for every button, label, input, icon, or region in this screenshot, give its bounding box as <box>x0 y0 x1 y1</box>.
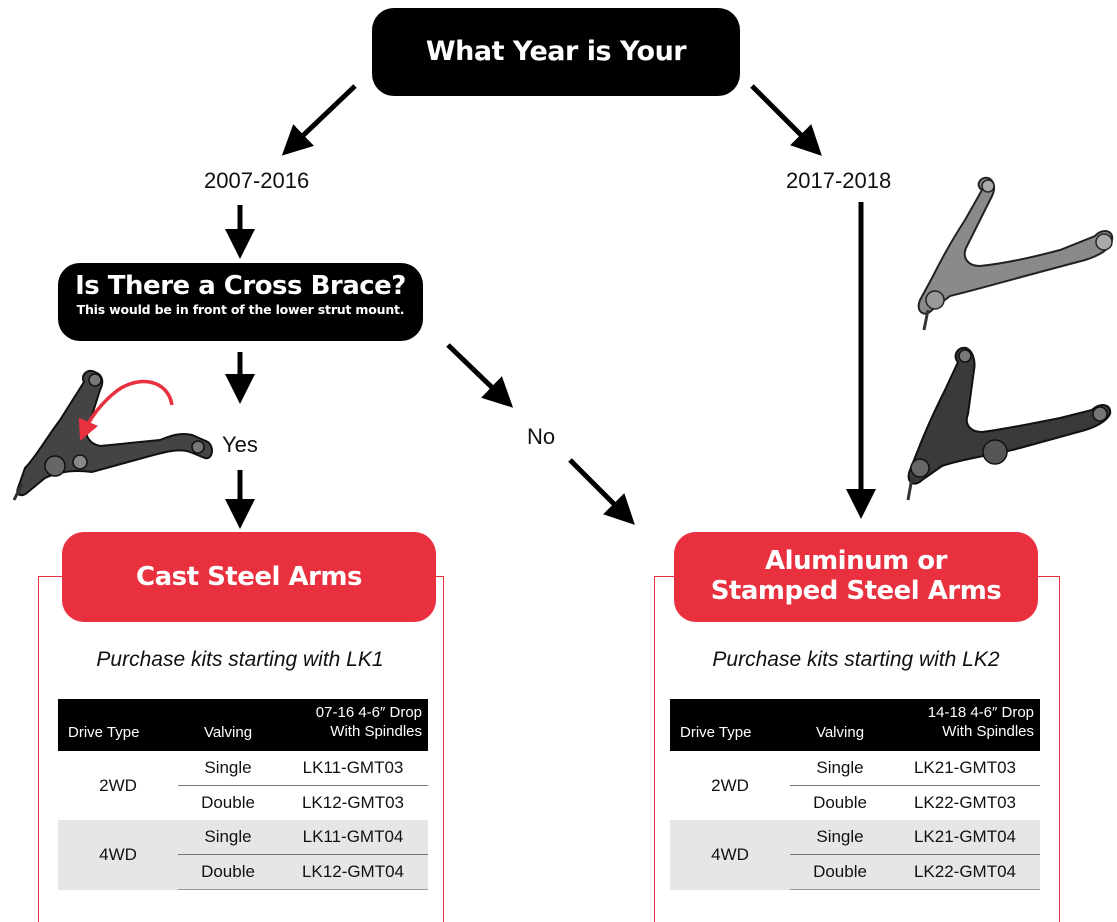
valving-cell: Double <box>813 793 867 812</box>
table-row: Double LK22-GMT03 <box>670 786 1040 821</box>
kit-code-cell: LK12-GMT04 <box>278 854 428 890</box>
kit-code-cell: LK22-GMT03 <box>913 793 1017 812</box>
header-drop: 14-18 4-6″ Drop <box>927 704 1034 721</box>
arrow-to-no <box>446 343 514 408</box>
header-drop: 07-16 4-6″ Drop <box>315 704 422 721</box>
header-valving: Valving <box>178 699 278 751</box>
control-arm-stamped-steel-icon <box>906 346 1112 501</box>
heading-line-1: Aluminum or <box>765 546 947 576</box>
drive-type-cell: 2WD <box>99 775 137 795</box>
cast-steel-heading: Cast Steel Arms <box>62 532 436 622</box>
table-row: Double LK12-GMT03 <box>58 786 428 821</box>
year-range-2017-2018: 2017-2018 <box>786 168 892 193</box>
valving-cell: Single <box>178 820 278 855</box>
header-kit: 14-18 4-6″ Drop With Spindles <box>890 699 1040 751</box>
table-row: 2WD Single LK21-GMT03 <box>670 751 1040 795</box>
kit-table-lk1: Drive Type Valving 07-16 4-6″ Drop With … <box>58 699 428 890</box>
kit-code-cell: LK21-GMT03 <box>890 751 1040 786</box>
answer-no: No <box>527 424 556 449</box>
question-vehicle-year: What Year is Your Vehicle? <box>372 8 740 155</box>
valving-cell: Double <box>790 854 890 890</box>
aluminum-stamped-heading: Aluminum or Stamped Steel Arms <box>674 532 1038 622</box>
header-spindles: With Spindles <box>942 723 1034 740</box>
table-row: 4WD Single LK21-GMT04 <box>670 820 1040 890</box>
cross-brace-subtitle: This would be in front of the lower stru… <box>76 302 405 317</box>
table-header-row: Drive Type Valving 14-18 4-6″ Drop With … <box>670 699 1040 751</box>
curved-red-arrow-icon <box>78 379 174 442</box>
table-row: Double LK12-GMT04 <box>58 854 428 890</box>
table-row: Double LK22-GMT04 <box>670 854 1040 890</box>
header-drive-type: Drive Type <box>58 699 178 751</box>
control-arm-cast-steel-icon <box>12 369 213 501</box>
arrow-to-2007-2016 <box>281 84 357 156</box>
valving-cell: Single <box>790 751 890 786</box>
valving-cell: Double <box>178 854 278 890</box>
valving-cell: Single <box>790 820 890 855</box>
arrow-to-2017-2018 <box>750 84 822 156</box>
arrow-from-no <box>568 458 635 525</box>
drive-type-cell: 4WD <box>58 820 178 890</box>
kit-table-lk2: Drive Type Valving 14-18 4-6″ Drop With … <box>670 699 1040 890</box>
year-range-2007-2016: 2007-2016 <box>204 168 310 193</box>
question-cross-brace: Is There a Cross Brace? This would be in… <box>58 263 423 341</box>
valving-cell: Double <box>201 793 255 812</box>
purchase-lk2: Purchase kits starting with LK2 <box>712 648 1000 671</box>
header-drive-type: Drive Type <box>670 699 790 751</box>
kit-code-cell: LK21-GMT04 <box>890 820 1040 855</box>
kit-code-cell: LK11-GMT03 <box>278 751 428 786</box>
header-spindles: With Spindles <box>330 723 422 740</box>
cross-brace-title: Is There a Cross Brace? <box>75 271 406 301</box>
header-valving: Valving <box>790 699 890 751</box>
control-arm-aluminum-icon <box>917 176 1114 331</box>
table-header-row: Drive Type Valving 07-16 4-6″ Drop With … <box>58 699 428 751</box>
table-row: 4WD Single LK11-GMT04 <box>58 820 428 890</box>
kit-code-cell: LK11-GMT04 <box>278 820 428 855</box>
answer-yes: Yes <box>222 432 258 457</box>
kit-code-cell: LK22-GMT04 <box>890 854 1040 890</box>
purchase-lk1: Purchase kits starting with LK1 <box>96 648 384 671</box>
table-row: 2WD Single LK11-GMT03 <box>58 751 428 795</box>
header-kit: 07-16 4-6″ Drop With Spindles <box>278 699 428 751</box>
drive-type-cell: 2WD <box>711 775 749 795</box>
valving-cell: Single <box>178 751 278 786</box>
drive-type-cell: 4WD <box>670 820 790 890</box>
heading-line-2: Stamped Steel Arms <box>710 576 1002 606</box>
kit-code-cell: LK12-GMT03 <box>301 793 405 812</box>
